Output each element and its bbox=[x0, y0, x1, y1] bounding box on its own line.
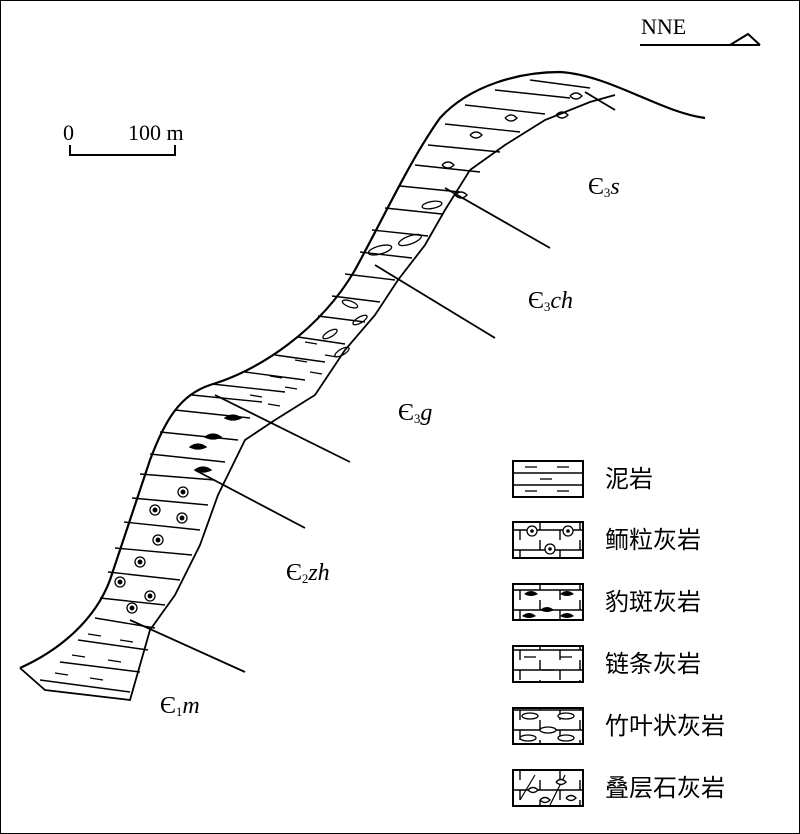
scale-bar bbox=[69, 145, 176, 156]
unit-label-e3s: Є3s bbox=[588, 174, 620, 200]
topographic-profile bbox=[19, 70, 706, 670]
unit-label-e2zh: Є2zh bbox=[286, 560, 330, 586]
lithology-symbols bbox=[54, 92, 583, 681]
legend-label-flat-pebble: 竹叶状灰岩 bbox=[605, 712, 725, 740]
legend-label-oolitic: 鲕粒灰岩 bbox=[605, 526, 701, 554]
strata-band-base bbox=[19, 94, 616, 701]
legend-symbol-mudstone bbox=[512, 460, 584, 498]
legend-label-leopard: 豹斑灰岩 bbox=[605, 588, 701, 616]
legend-label-ribbon: 链条灰岩 bbox=[605, 650, 701, 678]
scale-start-label: 0 bbox=[63, 120, 74, 145]
legend-label-mudstone: 泥岩 bbox=[605, 465, 653, 493]
direction-arrow bbox=[640, 32, 761, 46]
scale-end-label: 100 m bbox=[128, 120, 184, 145]
legend-symbol-ribbon bbox=[512, 645, 584, 683]
strata-bedding bbox=[39, 79, 591, 693]
legend-symbols bbox=[512, 460, 584, 807]
unit-label-e3ch: Є3ch bbox=[528, 288, 573, 314]
legend-symbol-oolitic bbox=[512, 521, 584, 559]
unit-label-e3g: Є3g bbox=[398, 400, 433, 426]
legend-symbol-flat-pebble bbox=[512, 707, 584, 745]
legend-symbol-leopard bbox=[512, 583, 584, 621]
unit-label-e1m: Є1m bbox=[160, 693, 200, 719]
direction-label: NNE bbox=[641, 14, 687, 39]
legend-symbol-stromatolite bbox=[512, 769, 584, 807]
legend-label-stromatolite: 叠层石灰岩 bbox=[605, 774, 725, 802]
